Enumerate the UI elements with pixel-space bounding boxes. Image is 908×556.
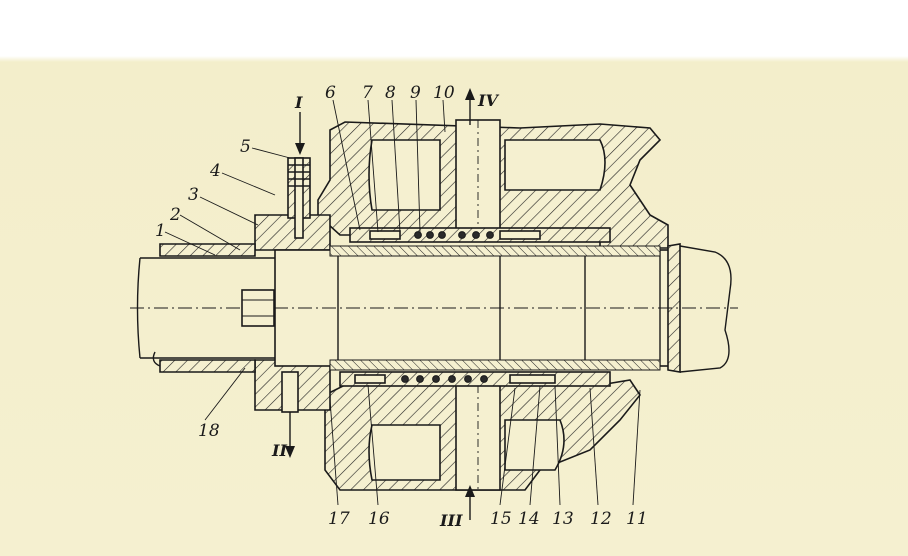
- callout-12: 12: [590, 509, 612, 529]
- left-collar: [152, 243, 256, 373]
- callout-18: 18: [198, 421, 220, 441]
- callout-labels: 1 2 3 4 5 6 7 8 9 10 11 12 13 14 15 16 1…: [155, 83, 648, 529]
- callout-11: 11: [626, 509, 648, 529]
- callout-2: 2: [169, 205, 181, 225]
- callout-4: 4: [209, 161, 221, 181]
- callout-1: 1: [155, 221, 166, 241]
- callout-8: 8: [385, 83, 396, 103]
- callout-7: 7: [362, 83, 373, 103]
- housing-lower: [324, 379, 641, 491]
- callout-10: 10: [433, 83, 455, 103]
- callout-16: 16: [368, 509, 390, 529]
- shaft: [130, 243, 738, 373]
- flow-label-I: I: [294, 93, 303, 112]
- gland-cover: [254, 157, 331, 413]
- leader-lines: [164, 99, 641, 506]
- callout-9: 9: [410, 83, 421, 103]
- flow-labels: I II III IV: [271, 91, 499, 530]
- flow-label-IV: IV: [477, 91, 499, 110]
- flow-label-II: II: [271, 441, 287, 460]
- callout-5: 5: [240, 137, 251, 157]
- seal-assembly-upper: [349, 227, 611, 243]
- callout-13: 13: [552, 509, 574, 529]
- callout-3: 3: [188, 185, 199, 205]
- flow-label-III: III: [439, 511, 463, 530]
- housing-upper: [317, 119, 669, 249]
- callout-15: 15: [490, 509, 512, 529]
- callout-6: 6: [325, 83, 336, 103]
- callout-14: 14: [518, 509, 540, 529]
- callout-17: 17: [328, 509, 350, 529]
- seal-assembly-lower: [339, 371, 611, 387]
- flow-arrows: [285, 88, 475, 520]
